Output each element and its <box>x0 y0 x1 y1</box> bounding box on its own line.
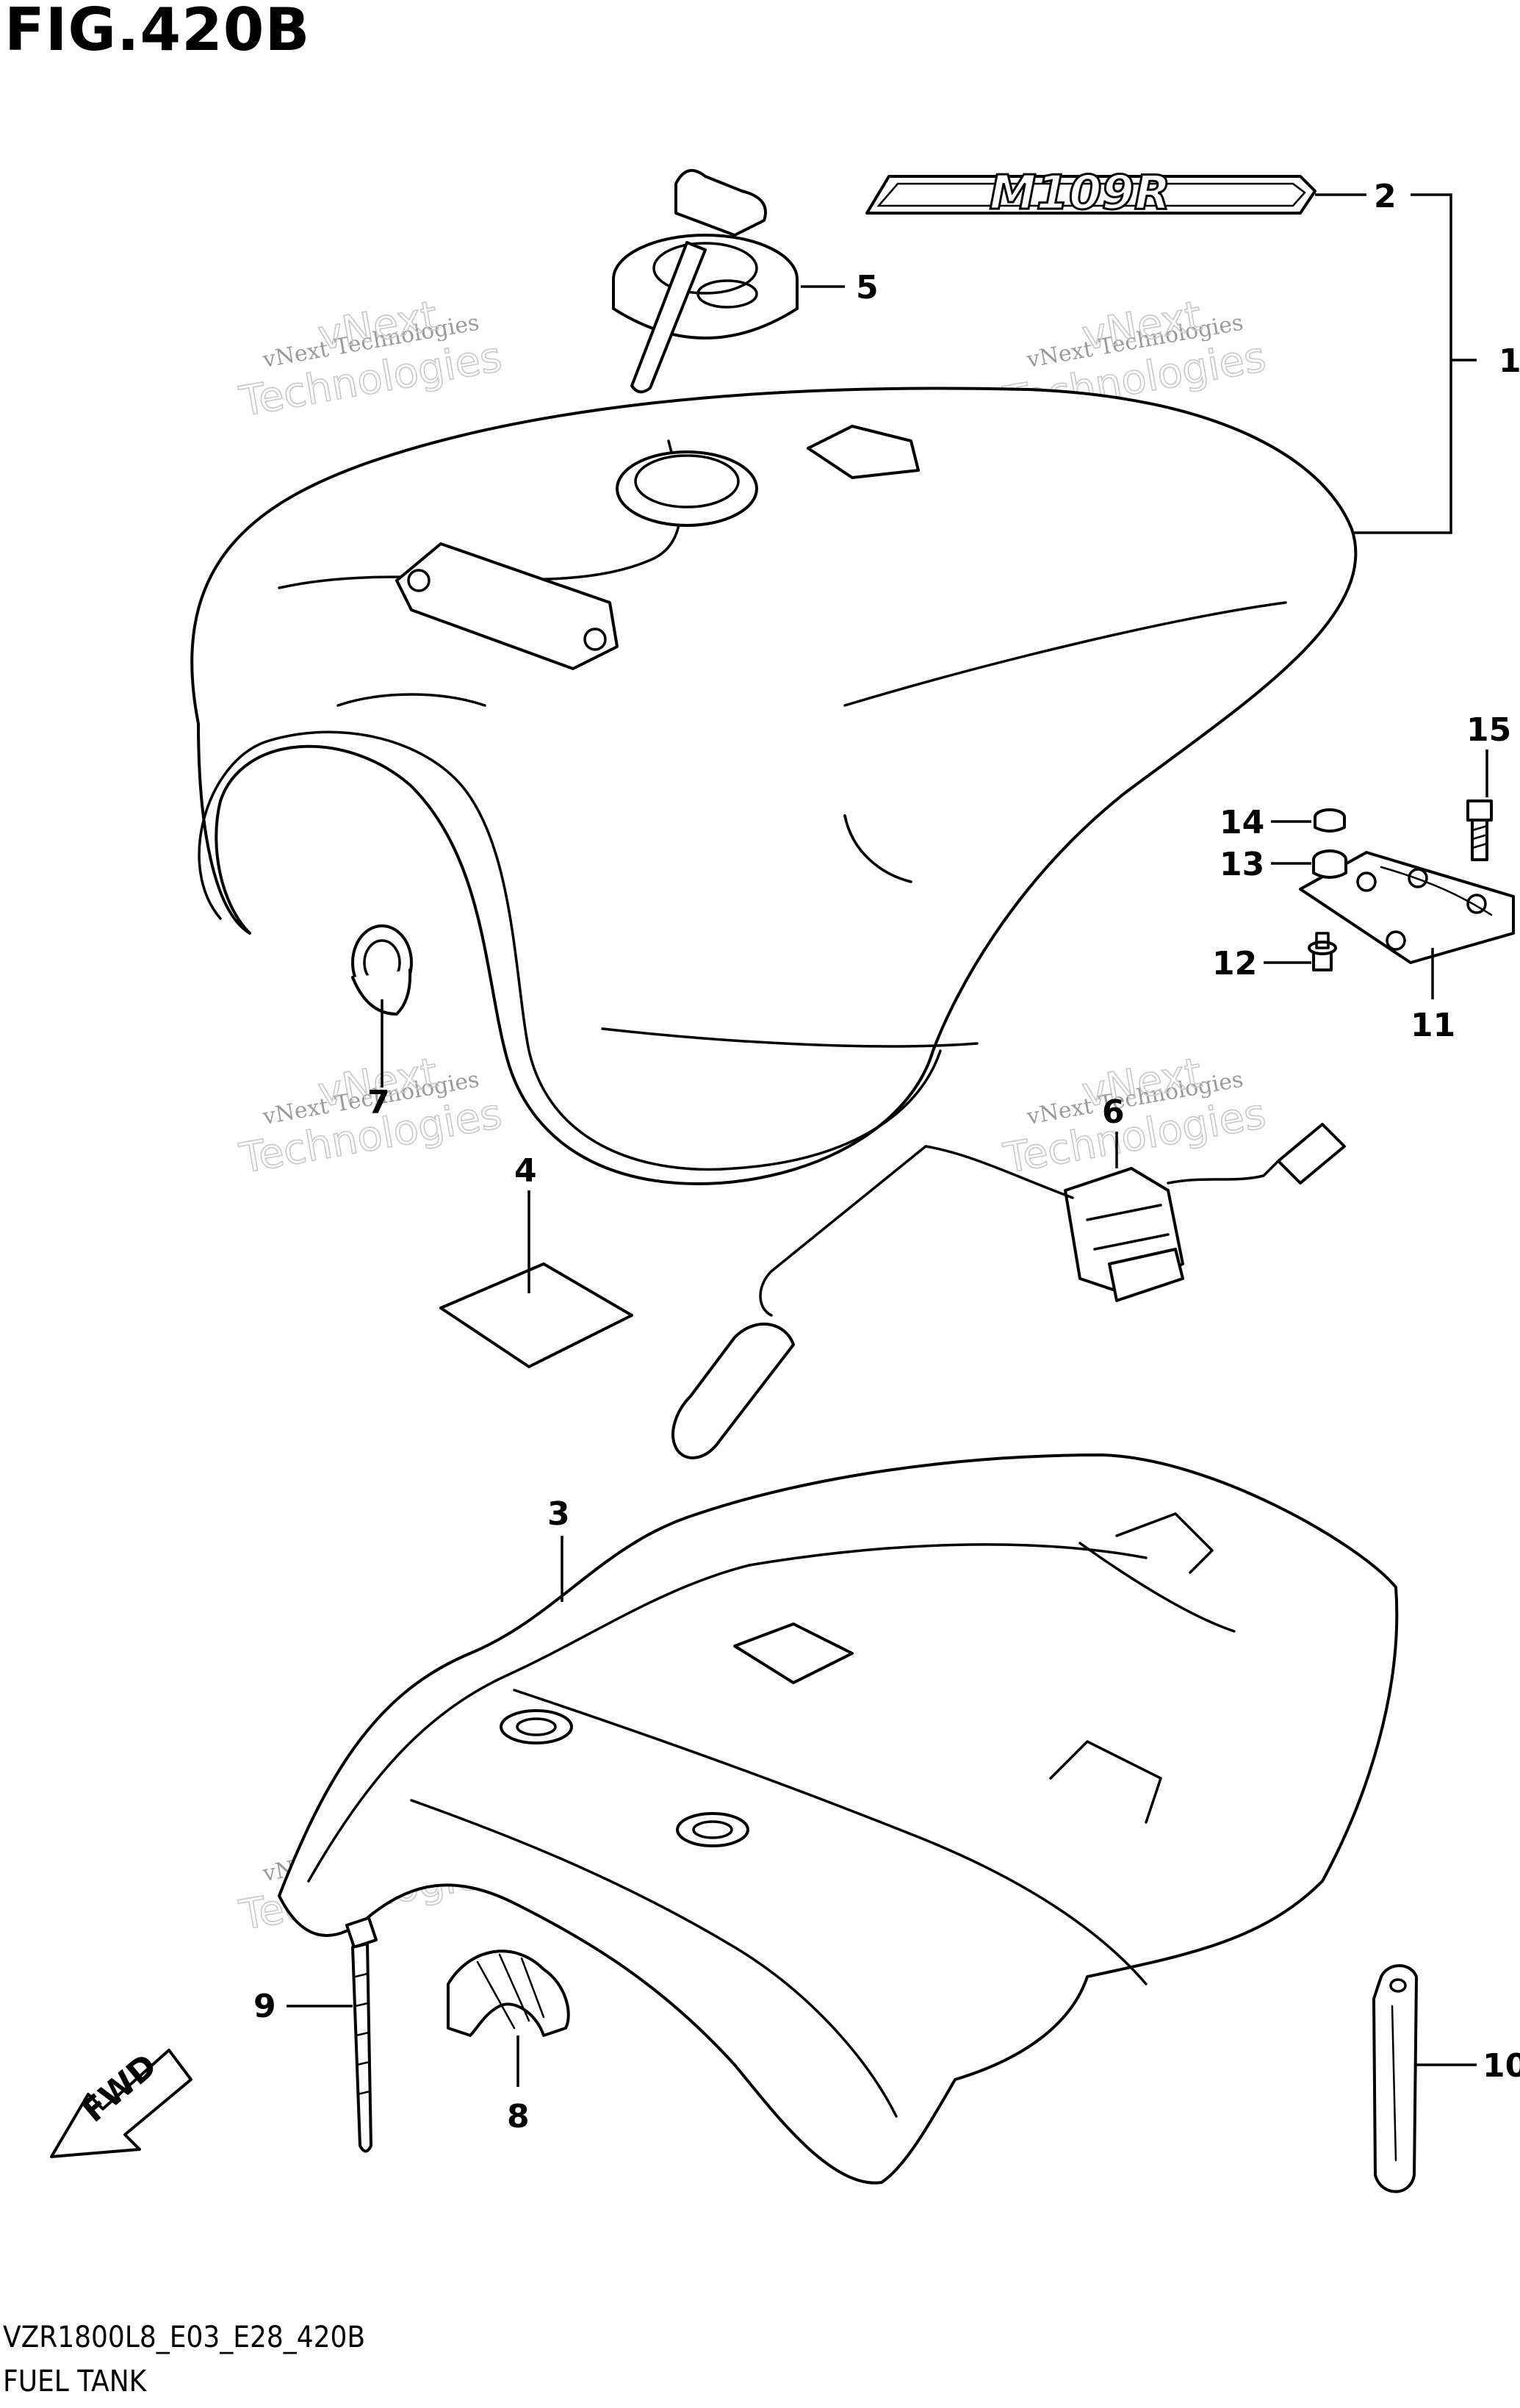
callout-8[interactable]: 8 <box>507 2098 530 2135</box>
collar-part[interactable] <box>1314 808 1346 833</box>
bolt-part-12[interactable] <box>1308 932 1337 971</box>
emblem-part[interactable]: M109R <box>865 165 1317 222</box>
callout-9[interactable]: 9 <box>253 1988 276 2025</box>
callout-labels: 1 2 3 4 5 6 7 8 9 10 11 12 13 14 15 <box>253 178 1520 2135</box>
callout-12[interactable]: 12 <box>1212 945 1257 982</box>
callout-10[interactable]: 10 <box>1483 2047 1520 2085</box>
callout-5[interactable]: 5 <box>856 269 879 306</box>
watermark: vNext Technologies Technologies vNext <box>235 292 505 427</box>
fwd-arrow-icon: FWD <box>50 2046 192 2158</box>
fuel-tank-part[interactable] <box>190 387 1358 1185</box>
breather-hose-clamp-part[interactable] <box>1372 1964 1418 2193</box>
cable-tie-part[interactable] <box>345 1916 378 2153</box>
fuel-cap-part[interactable] <box>612 169 799 394</box>
figure-name: FUEL TANK <box>3 2365 147 2398</box>
callout-14[interactable]: 14 <box>1220 804 1264 841</box>
callout-1[interactable]: 1 <box>1499 342 1520 380</box>
callout-6[interactable]: 6 <box>1102 1093 1125 1131</box>
bolt-part-15[interactable] <box>1466 799 1493 861</box>
callout-13[interactable]: 13 <box>1220 846 1264 883</box>
cushion-part[interactable] <box>351 924 413 1016</box>
tank-cover-part[interactable] <box>278 1453 1399 2185</box>
callout-7[interactable]: 7 <box>367 1084 390 1121</box>
callout-15[interactable]: 15 <box>1466 711 1511 749</box>
clamp-part[interactable] <box>447 1949 570 2037</box>
emblem-text: M109R <box>990 166 1171 220</box>
callout-3[interactable]: 3 <box>547 1495 570 1533</box>
figure-title: FIG.420B <box>4 0 311 64</box>
callout-11[interactable]: 11 <box>1411 1007 1455 1044</box>
callout-2[interactable]: 2 <box>1374 178 1397 215</box>
watermark: vNext Technologies Technologies vNext <box>235 1049 505 1184</box>
watermark: vNext Technologies Technologies vNext <box>999 1049 1269 1184</box>
leader-lines <box>287 193 1488 2087</box>
label-part[interactable] <box>439 1262 633 1368</box>
callout-4[interactable]: 4 <box>514 1152 537 1190</box>
cushion-grommet-part[interactable] <box>1312 849 1347 879</box>
fuel-level-gauge-part[interactable] <box>671 1123 1346 1459</box>
model-code: VZR1800L8_E03_E28_420B <box>3 2321 366 2354</box>
bracket-part[interactable] <box>1299 851 1515 964</box>
